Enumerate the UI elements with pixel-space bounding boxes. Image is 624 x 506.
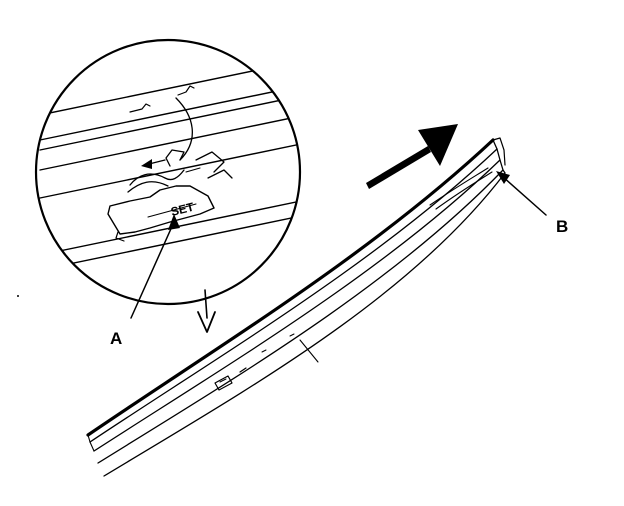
callout-b-label: B [556,217,568,236]
callout-a: A [110,214,180,348]
detail-magnifier: SET [34,38,302,306]
callout-a-label: A [110,329,122,348]
set-stamp-label: SET [169,200,196,219]
callout-b: B [496,171,568,236]
speck [17,295,19,297]
detail-pointer-arrow [197,289,216,333]
slide-direction-arrow [366,124,458,189]
wiper-blade [86,137,506,477]
